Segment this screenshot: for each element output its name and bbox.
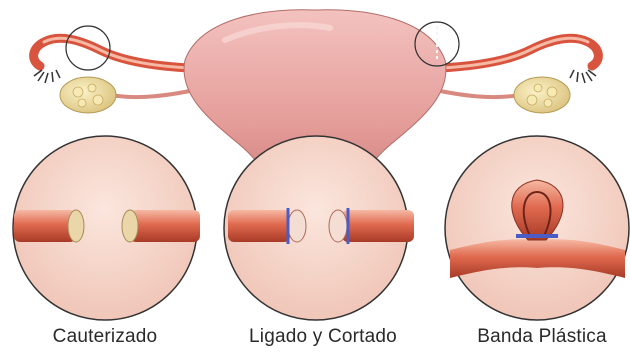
cut-tube-right-1	[122, 210, 200, 242]
left-fallopian-tube	[34, 38, 190, 68]
left-fimbriae	[34, 70, 60, 83]
right-ovary	[514, 77, 570, 113]
detail-ligated-cut	[224, 136, 414, 320]
right-fimbriae	[570, 70, 596, 83]
caption-ligated-cut: Ligado y Cortado	[218, 326, 428, 348]
detail-plastic-band	[445, 136, 629, 320]
detail-cauterized	[13, 136, 200, 320]
caption-plastic-band: Banda Plástica	[462, 326, 622, 348]
cut-tube-right-2	[329, 208, 414, 244]
cut-tube-left-2	[228, 208, 306, 244]
cut-tube-left-1	[14, 210, 84, 242]
left-ovary	[60, 77, 116, 113]
caption-cauterized: Cauterizado	[25, 326, 185, 348]
plastic-band	[516, 234, 558, 238]
